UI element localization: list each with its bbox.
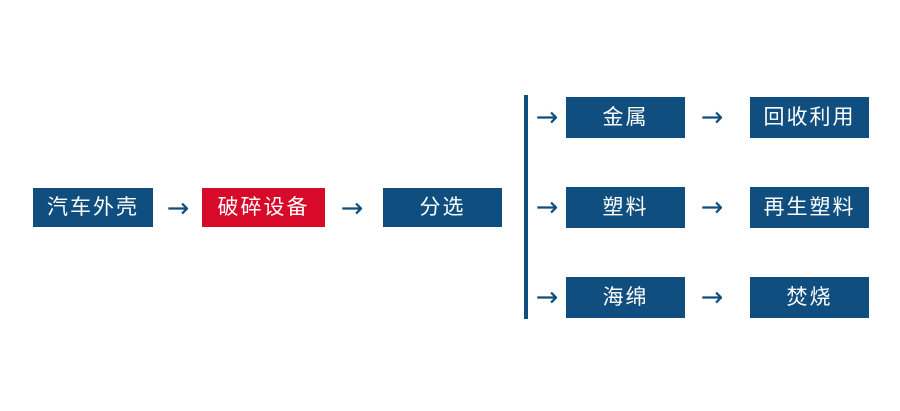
arrow-right-icon-sponge-to-incineration: → [700,281,724,313]
arrow-right-icon-metal-to-recycle: → [700,101,724,133]
arrow-right-icon-shell-to-crusher: → [166,192,190,224]
node-recycle-reuse[interactable]: 回收利用 [750,97,869,138]
node-recycled-plastic-label: 再生塑料 [763,196,856,219]
node-sorting[interactable]: 分选 [383,188,502,227]
arrow-right-icon-split-to-plastic: → [535,191,559,223]
node-recycled-plastic[interactable]: 再生塑料 [750,187,869,228]
node-car-shell[interactable]: 汽车外壳 [33,188,153,227]
node-crushing-equipment[interactable]: 破碎设备 [202,188,325,227]
arrow-right-icon-plastic-to-recycled-plastic: → [700,191,724,223]
vertical-split-connector [524,95,528,319]
node-sponge[interactable]: 海绵 [566,277,685,318]
node-sponge-label: 海绵 [602,286,649,309]
node-plastic-label: 塑料 [602,196,649,219]
arrow-right-icon-split-to-metal: → [535,101,559,133]
node-incineration-label: 焚烧 [786,286,833,309]
node-car-shell-label: 汽车外壳 [47,196,139,219]
node-crushing-equipment-label: 破碎设备 [217,196,310,219]
node-metal[interactable]: 金属 [566,97,685,138]
arrow-right-icon-split-to-sponge: → [535,281,559,313]
arrow-right-icon-crusher-to-sorting: → [340,192,364,224]
node-sorting-label: 分选 [419,196,466,219]
node-plastic[interactable]: 塑料 [566,187,685,228]
node-recycle-reuse-label: 回收利用 [763,106,856,129]
node-metal-label: 金属 [602,106,649,129]
node-incineration[interactable]: 焚烧 [750,277,869,318]
